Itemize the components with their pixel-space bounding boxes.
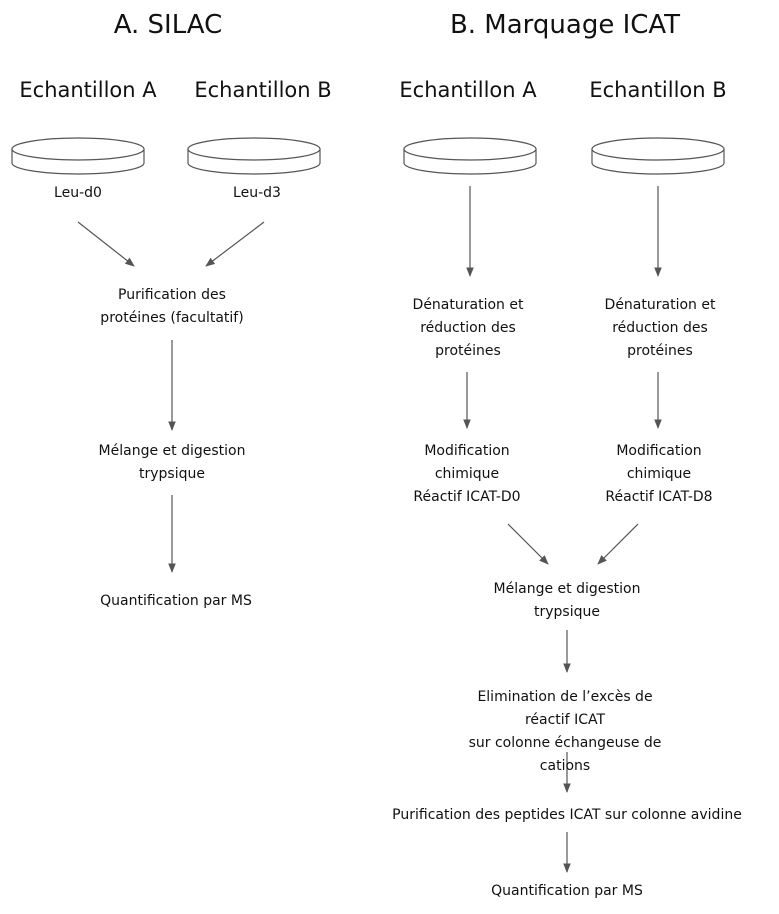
petri-dish-silac-a [11, 137, 145, 175]
step-quantification-silac: Quantification par MS [100, 593, 252, 609]
panel-b-title: B. Marquage ICAT [449, 10, 681, 40]
step-modification-b: Modification chimique Réactif ICAT-D8 [605, 443, 713, 505]
petri-dish-silac-b [187, 137, 321, 175]
step-mix-digestion-silac: Mélange et digestion trypsique [98, 443, 246, 482]
step-quantification-icat: Quantification par MS [491, 883, 643, 899]
icat-sample-b-label: Echantillon B [589, 78, 727, 102]
step-denaturation-b: Dénaturation et réduction des protéines [604, 297, 716, 359]
step-elimination-excess: Elimination de l’excès de réactif ICAT s… [468, 689, 662, 774]
petri-dish-icat-a [403, 137, 537, 175]
step-denaturation-a: Dénaturation et réduction des protéines [412, 297, 524, 359]
step-purification-peptides: Purification des peptides ICAT sur colon… [392, 807, 742, 823]
petri-dish-icat-b [591, 137, 725, 175]
panel-a-title: A. SILAC [113, 10, 223, 40]
arrow-leu-d3-to-purification [205, 221, 265, 267]
step-mix-digestion-icat: Mélange et digestion trypsique [493, 581, 641, 620]
icat-sample-a-label: Echantillon A [399, 78, 537, 102]
silac-sample-a-label: Echantillon A [19, 78, 157, 102]
label-leu-d0: Leu-d0 [54, 185, 102, 201]
step-modification-a: Modification chimique Réactif ICAT-D0 [413, 443, 521, 505]
silac-sample-b-label: Echantillon B [194, 78, 332, 102]
arrow-modif-b-to-mix [597, 523, 639, 565]
step-protein-purification: Purification des protéines (facultatif) [100, 287, 244, 326]
arrow-leu-d0-to-purification [77, 221, 135, 267]
arrow-modif-a-to-mix [507, 523, 549, 565]
label-leu-d3: Leu-d3 [233, 185, 281, 201]
